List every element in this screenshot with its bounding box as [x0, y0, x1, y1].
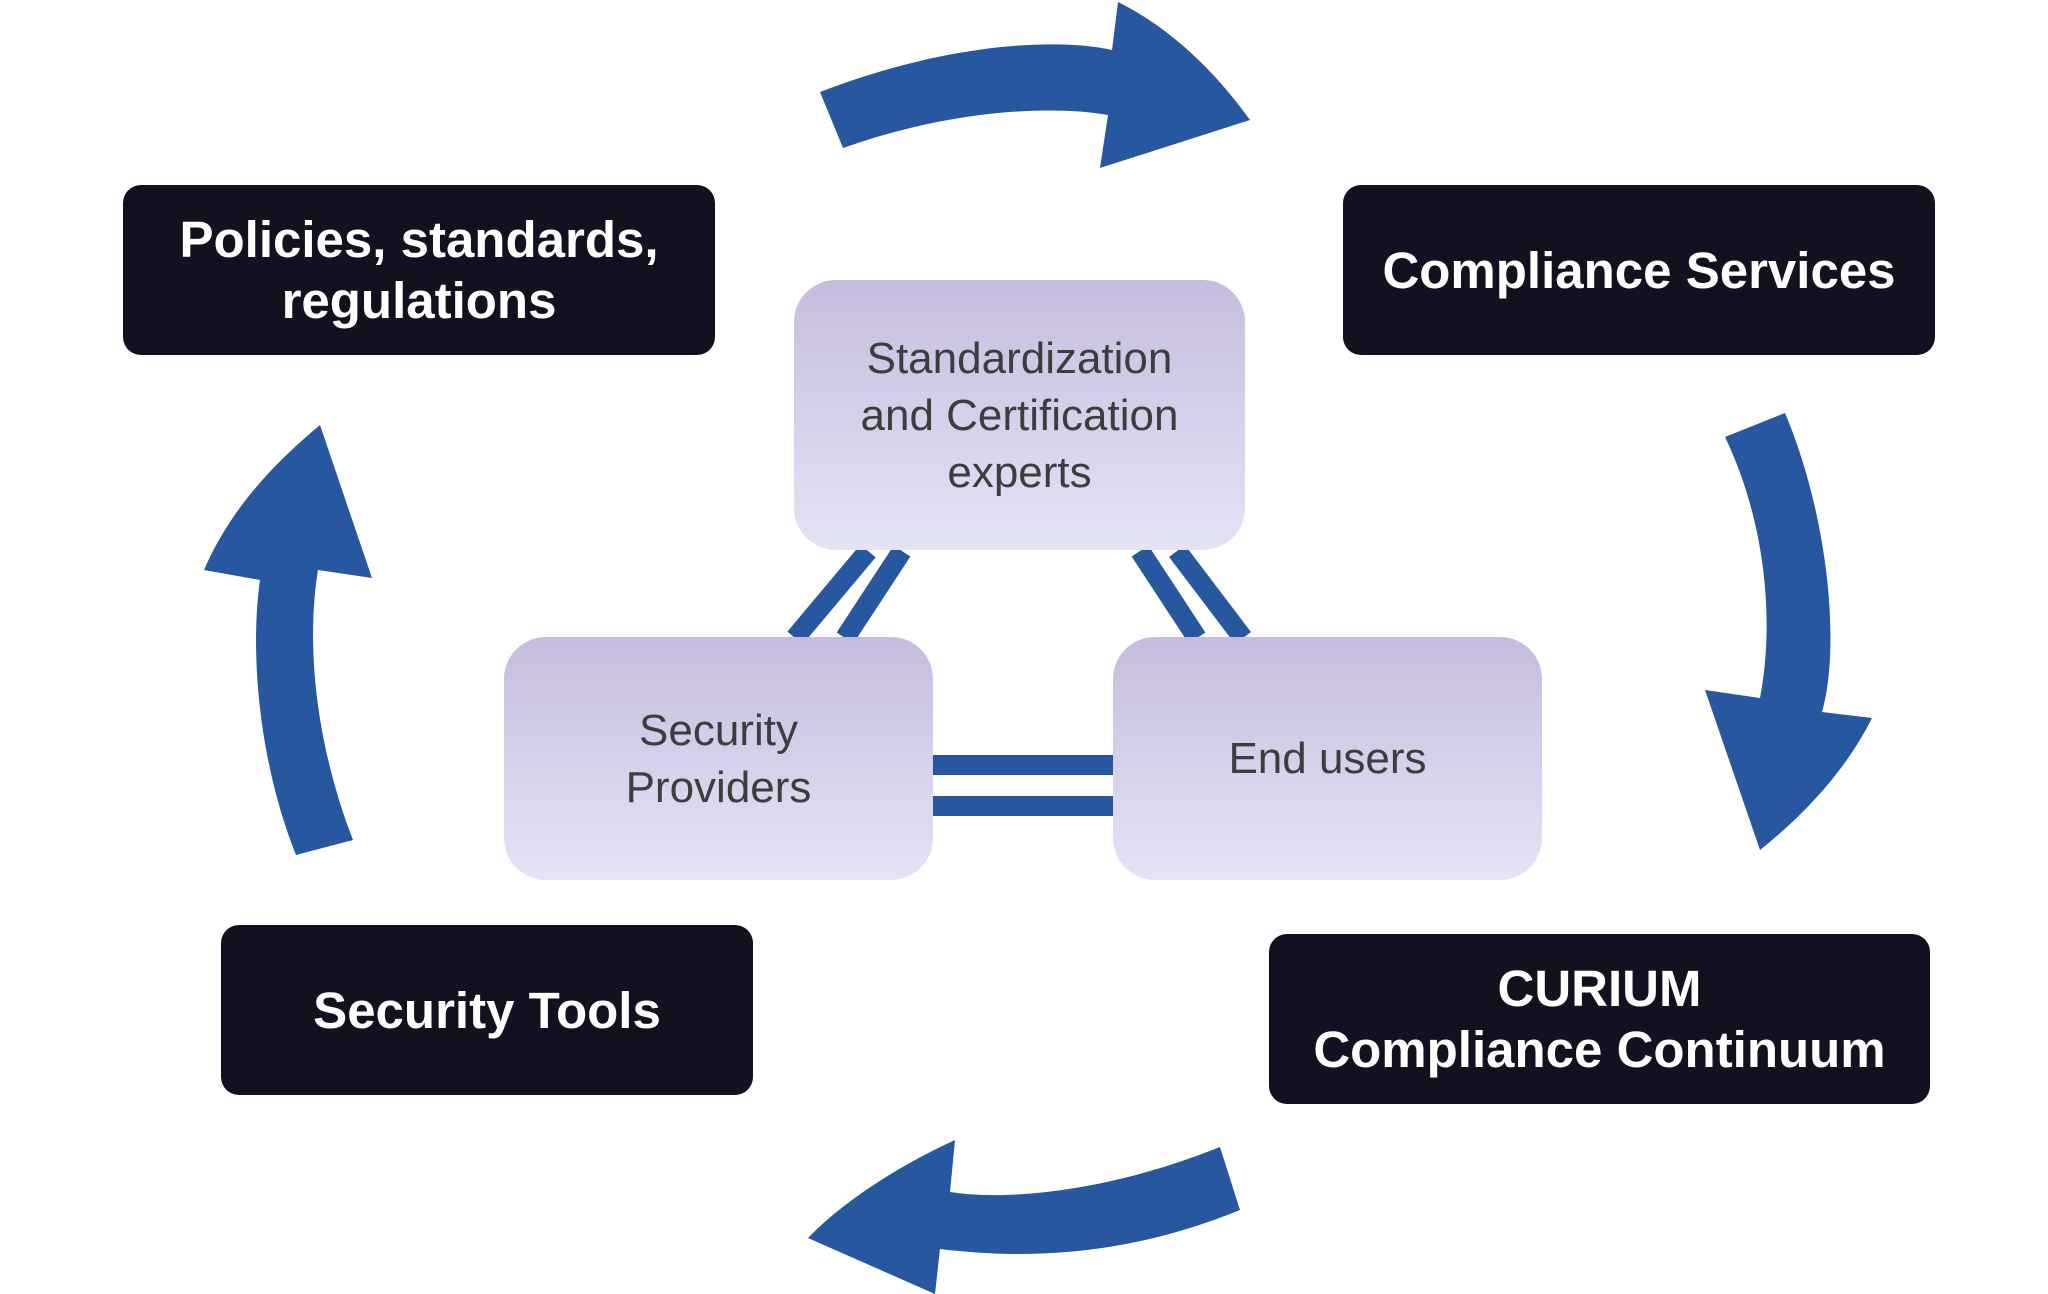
connector-experts-providers-b [836, 545, 911, 644]
arrow-right [1705, 413, 1872, 850]
compliance-services-label: Compliance Services [1382, 241, 1896, 299]
cycle-arrows [204, 2, 1872, 1294]
connector-lines [787, 544, 1251, 816]
connector-experts-endusers-b [1169, 544, 1251, 645]
connector-experts-endusers-a [1131, 545, 1206, 644]
end-users-box: End users [1113, 637, 1542, 880]
security-tools-box: Security Tools [221, 925, 753, 1095]
security-tools-label: Security Tools [313, 981, 661, 1039]
arrow-top [820, 2, 1250, 168]
connector-experts-providers-a [787, 544, 876, 645]
experts-box: Standardization and Certification expert… [794, 280, 1245, 550]
experts-line-2: and Certification [860, 390, 1179, 440]
experts-line-1: Standardization [866, 333, 1173, 383]
compliance-services-box: Compliance Services [1343, 185, 1935, 355]
curium-line-1: CURIUM [1497, 960, 1702, 1017]
policies-box: Policies, standards, regulations [123, 185, 715, 355]
curium-line-2: Compliance Continuum [1313, 1021, 1886, 1078]
providers-line-2: Providers [625, 762, 812, 812]
end-users-label: End users [1228, 734, 1427, 783]
arrow-bottom [808, 1140, 1240, 1294]
curium-box: CURIUM Compliance Continuum [1269, 934, 1930, 1104]
providers-line-1: Security [639, 705, 798, 755]
policies-line-2: regulations [281, 272, 557, 329]
experts-line-3: experts [947, 447, 1092, 497]
arrow-left [204, 425, 372, 855]
policies-line-1: Policies, standards, [179, 211, 659, 268]
providers-box: Security Providers [504, 637, 933, 880]
